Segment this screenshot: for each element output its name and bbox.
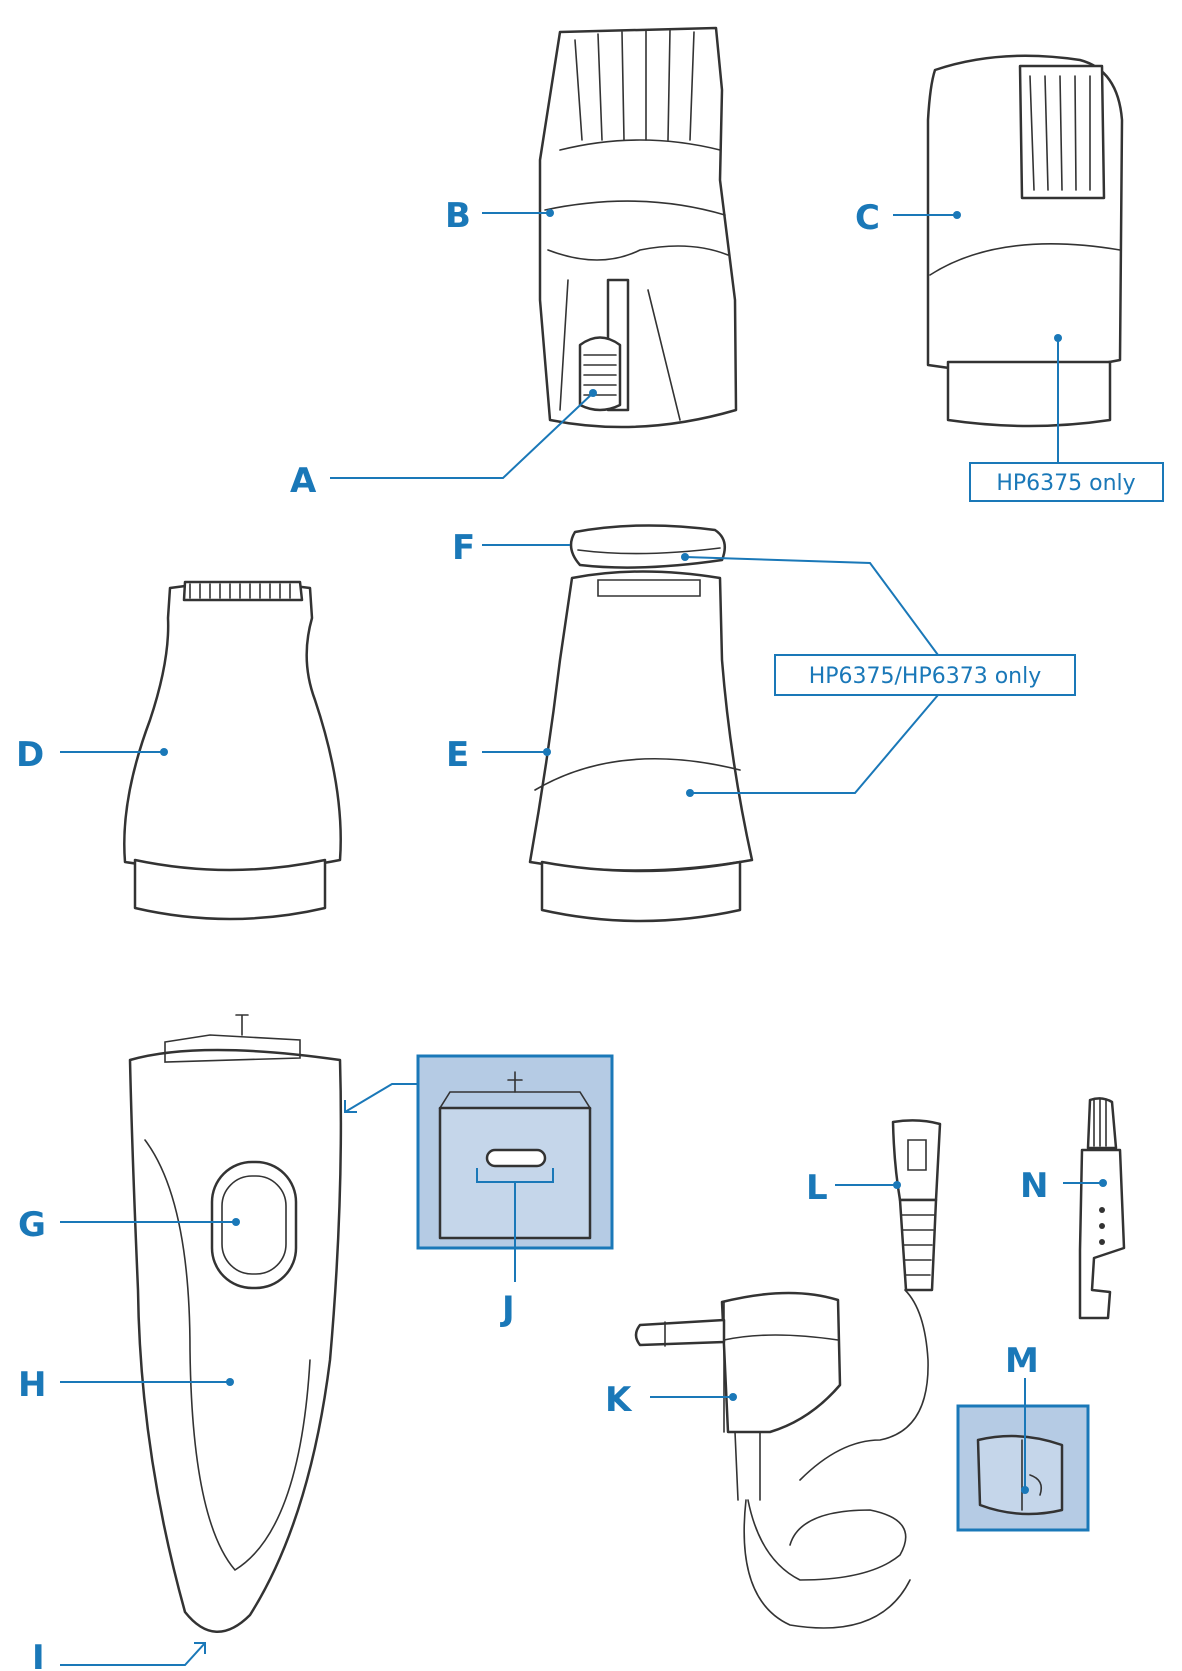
label-k: K xyxy=(605,1380,633,1420)
protection-cap-f xyxy=(569,524,727,569)
label-b: B xyxy=(445,196,471,236)
svg-text:HP6375 only: HP6375 only xyxy=(996,471,1135,496)
leader-lines xyxy=(60,209,1107,1666)
plug-inset-m xyxy=(956,1404,1090,1532)
label-g: G xyxy=(18,1205,46,1245)
label-a: A xyxy=(290,461,317,501)
label-e: E xyxy=(446,735,469,775)
note-hp6375-hp6373-only: HP6375/HP6373 only xyxy=(774,654,1076,696)
trimmer-attachment-d xyxy=(123,580,342,921)
epilating-attachment-c xyxy=(926,54,1124,428)
label-n: N xyxy=(1020,1166,1048,1206)
label-i: I xyxy=(32,1638,45,1671)
label-d: D xyxy=(16,735,44,775)
label-l: L xyxy=(806,1168,828,1208)
appliance-plug-l xyxy=(891,1119,942,1292)
cleaning-brush-n xyxy=(1078,1097,1126,1320)
note-hp6375-only: HP6375 only xyxy=(969,462,1164,502)
label-f: F xyxy=(452,528,475,568)
label-c: C xyxy=(855,198,880,238)
svg-text:HP6375/HP6373 only: HP6375/HP6373 only xyxy=(809,664,1042,689)
shaving-attachment-e xyxy=(528,570,754,923)
appliance-body xyxy=(128,1014,343,1633)
label-j: J xyxy=(500,1289,515,1329)
comb-attachment-b xyxy=(538,26,738,429)
adapter-k xyxy=(634,1289,929,1629)
label-m: M xyxy=(1005,1341,1039,1381)
label-h: H xyxy=(18,1365,46,1405)
